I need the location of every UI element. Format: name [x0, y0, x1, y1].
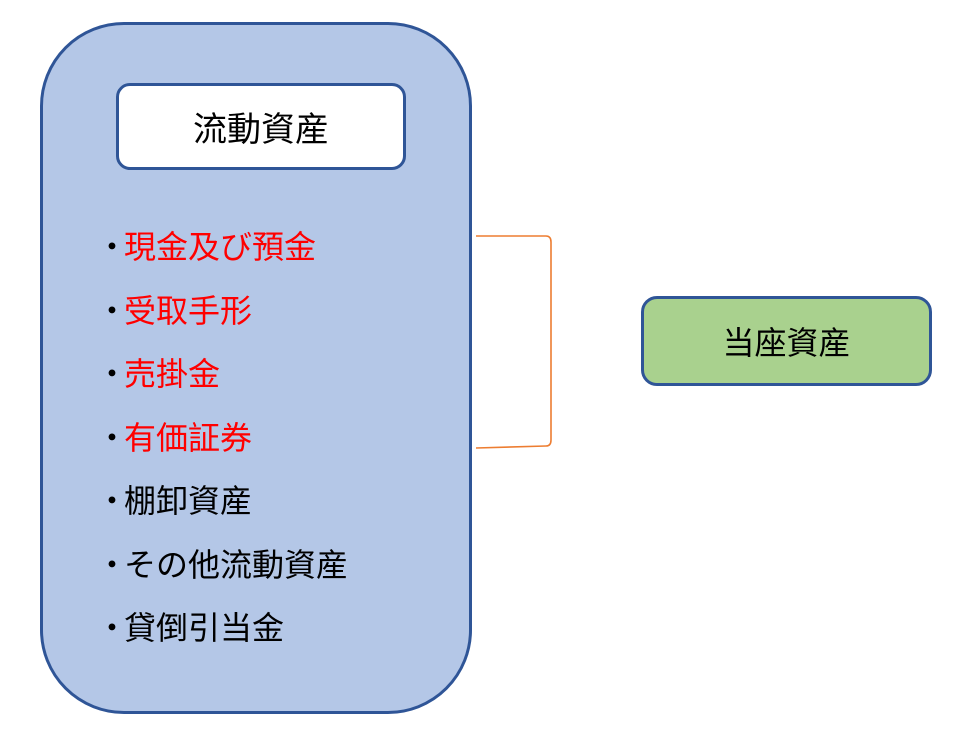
asset-item-label: その他流動資産 — [124, 545, 349, 584]
asset-item-label: 受取手形 — [124, 291, 253, 330]
asset-item-label: 売掛金 — [124, 355, 221, 393]
bullet-marker: ・ — [96, 609, 129, 647]
asset-item-inventory: ・棚卸資産 — [96, 470, 348, 534]
quick-assets-box: 当座資産 — [641, 296, 932, 386]
quick-assets-label: 当座資産 — [722, 324, 851, 362]
asset-item-label: 棚卸資産 — [124, 482, 253, 520]
asset-item-cash-deposits: ・現金及び預金 — [96, 216, 348, 280]
asset-item-other-current-assets: ・その他流動資産 — [96, 534, 348, 598]
asset-item-accounts-receivable: ・売掛金 — [96, 343, 348, 407]
asset-item-label: 現金及び預金 — [124, 228, 317, 266]
current-assets-title-box: 流動資産 — [116, 83, 406, 170]
asset-item-label: 貸倒引当金 — [124, 609, 285, 647]
bullet-marker: ・ — [96, 291, 129, 330]
bullet-marker: ・ — [96, 228, 129, 266]
asset-item-notes-receivable: ・受取手形 — [96, 280, 348, 344]
bullet-marker: ・ — [96, 545, 129, 584]
bullet-marker: ・ — [96, 355, 129, 393]
bracket-line — [475, 235, 552, 449]
asset-item-label: 有価証券 — [124, 418, 253, 457]
asset-item-securities: ・有価証券 — [96, 407, 348, 471]
bullet-marker: ・ — [96, 418, 129, 457]
bullet-marker: ・ — [96, 482, 129, 520]
asset-item-list: ・現金及び預金 ・受取手形 ・売掛金 ・有価証券 ・棚卸資産 ・その他流動資産 … — [96, 216, 348, 661]
current-assets-title: 流動資産 — [193, 110, 329, 150]
quick-assets-bracket — [475, 235, 552, 449]
asset-item-allowance-doubtful: ・貸倒引当金 — [96, 597, 348, 661]
